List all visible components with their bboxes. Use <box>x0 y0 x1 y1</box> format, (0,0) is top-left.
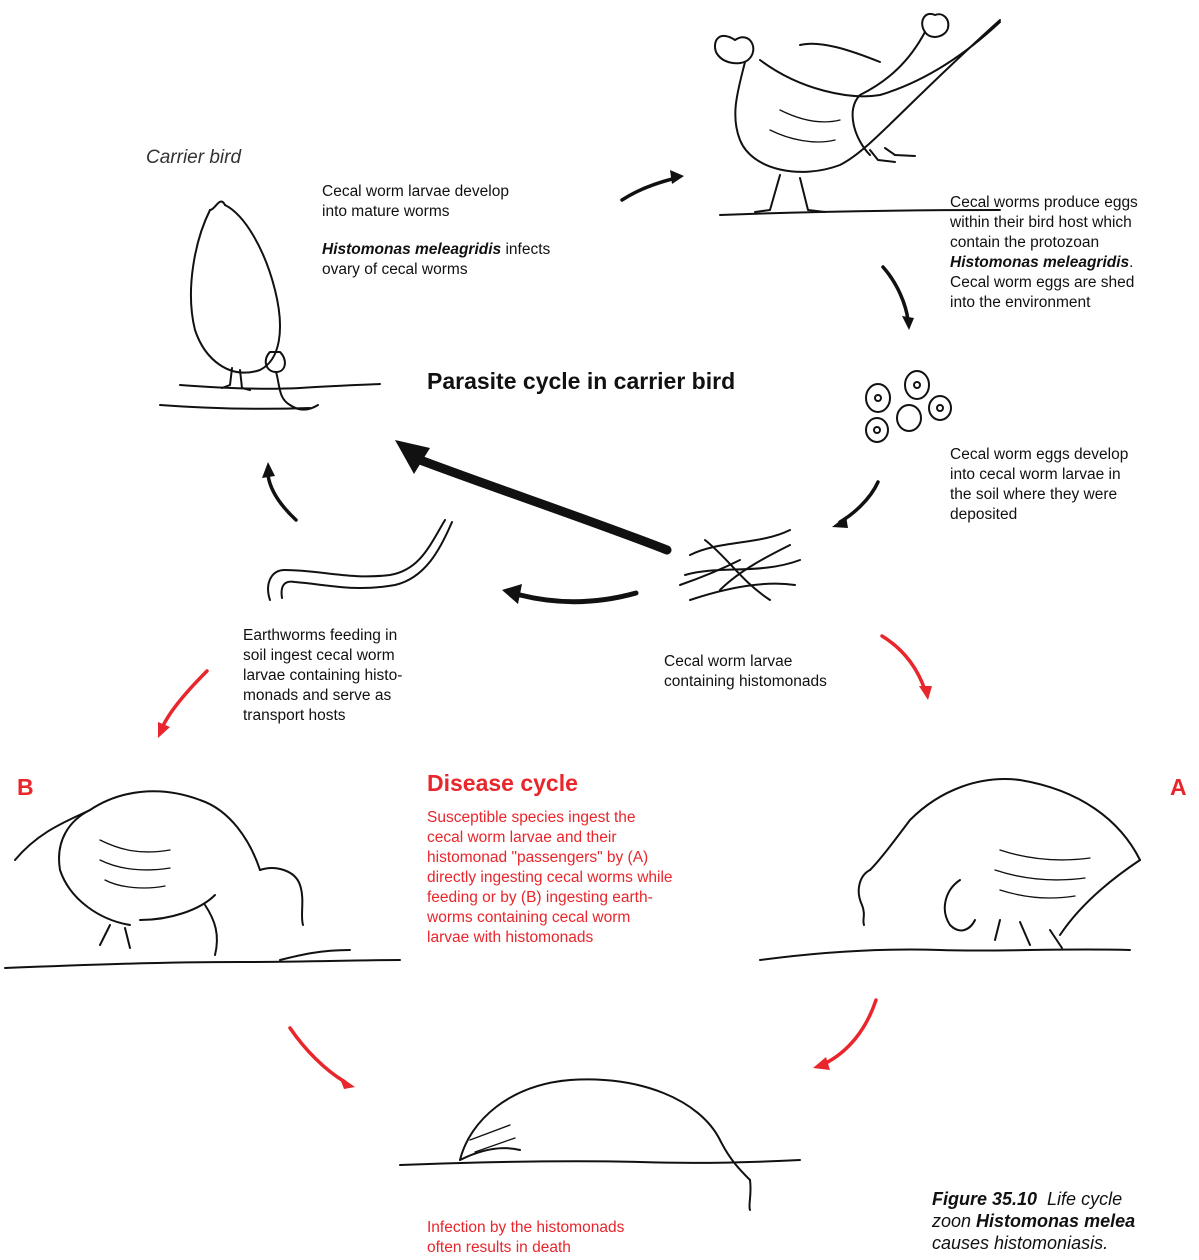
cecal-worm-larvae-illustration <box>680 530 800 600</box>
larvae-note: Cecal worm larvae containing histomonads <box>664 652 827 692</box>
earthworm-note: Earthworms feeding in soil ingest cecal … <box>243 626 402 726</box>
earthworm-line-1: Earthworms feeding in <box>243 626 402 646</box>
disease-line-1: Susceptible species ingest the <box>427 808 673 828</box>
ovary-infection-line-1: Histomonas meleagridis infects <box>322 240 550 260</box>
carrier-bird-label: Carrier bird <box>146 148 241 168</box>
figure-caption: Figure 35.10 Life cycle zoon Histomonas … <box>932 1188 1135 1254</box>
infects-text: infects <box>501 241 550 258</box>
eggs-line-name: Histomonas meleagridis. <box>950 253 1138 273</box>
death-line-1: Infection by the histomonads <box>427 1218 624 1238</box>
caption-line-2: zoon Histomonas melea <box>932 1210 1135 1232</box>
ovary-infection-line-2: ovary of cecal worms <box>322 260 550 280</box>
earthworm-line-4: monads and serve as <box>243 686 402 706</box>
pheasant-pair-illustration <box>715 14 1000 215</box>
caption-line-3: causes histomoniasis. <box>932 1232 1135 1254</box>
maturation-line-1: Cecal worm larvae develop <box>322 182 550 202</box>
maturation-note: Cecal worm larvae develop into mature wo… <box>322 182 550 280</box>
maturation-line-2: into mature worms <box>322 202 550 222</box>
soil-line-1: Cecal worm eggs develop <box>950 445 1128 465</box>
eggs-line-5: into the environment <box>950 293 1138 313</box>
caption-text-2: zoon <box>932 1211 976 1231</box>
earthworm-line-3: larvae containing histo- <box>243 666 402 686</box>
soil-line-2: into cecal worm larvae in <box>950 465 1128 485</box>
eggs-line-2: within their bird host which <box>950 213 1138 233</box>
label-b: B <box>17 774 34 801</box>
soil-development-note: Cecal worm eggs develop into cecal worm … <box>950 445 1128 525</box>
dead-bird-illustration <box>400 1079 800 1210</box>
parasite-cycle-title: Parasite cycle in carrier bird <box>427 368 735 395</box>
larvae-line-1: Cecal worm larvae <box>664 652 827 672</box>
caption-species-name: Histomonas melea <box>976 1211 1135 1231</box>
bird-b-illustration <box>5 791 400 968</box>
eggs-line-3: contain the protozoan <box>950 233 1138 253</box>
earthworm-line-2: soil ingest cecal worm <box>243 646 402 666</box>
death-note: Infection by the histomonads often resul… <box>427 1218 624 1258</box>
soil-line-3: the soil where they were <box>950 485 1128 505</box>
death-line-2: often results in death <box>427 1238 624 1258</box>
histomonas-name: Histomonas meleagridis <box>322 241 501 258</box>
soil-line-4: deposited <box>950 505 1128 525</box>
disease-line-2: cecal worm larvae and their <box>427 828 673 848</box>
larvae-line-2: containing histomonads <box>664 672 827 692</box>
disease-cycle-description: Susceptible species ingest the cecal wor… <box>427 808 673 948</box>
disease-line-7: larvae with histomonads <box>427 928 673 948</box>
eggs-period: . <box>1129 254 1133 271</box>
caption-text-1: Life cycle <box>1037 1189 1122 1209</box>
label-a: A <box>1170 774 1187 801</box>
caption-figure-number: Figure 35.10 <box>932 1189 1037 1209</box>
disease-line-5: feeding or by (B) ingesting earth- <box>427 888 673 908</box>
disease-line-4: directly ingesting cecal worms while <box>427 868 673 888</box>
eggs-line-1: Cecal worms produce eggs <box>950 193 1138 213</box>
egg-production-note: Cecal worms produce eggs within their bi… <box>950 193 1138 313</box>
earthworm-line-5: transport hosts <box>243 706 402 726</box>
disease-line-6: worms containing cecal worm <box>427 908 673 928</box>
caption-line-1: Figure 35.10 Life cycle <box>932 1188 1135 1210</box>
disease-line-3: histomonad "passengers" by (A) <box>427 848 673 868</box>
disease-cycle-title: Disease cycle <box>427 770 578 797</box>
earthworm-illustration <box>268 520 452 600</box>
eggs-line-4: Cecal worm eggs are shed <box>950 273 1138 293</box>
eggs-histomonas-name: Histomonas meleagridis <box>950 254 1129 271</box>
bird-a-illustration <box>760 779 1140 960</box>
cecal-worm-eggs-illustration <box>866 371 951 442</box>
